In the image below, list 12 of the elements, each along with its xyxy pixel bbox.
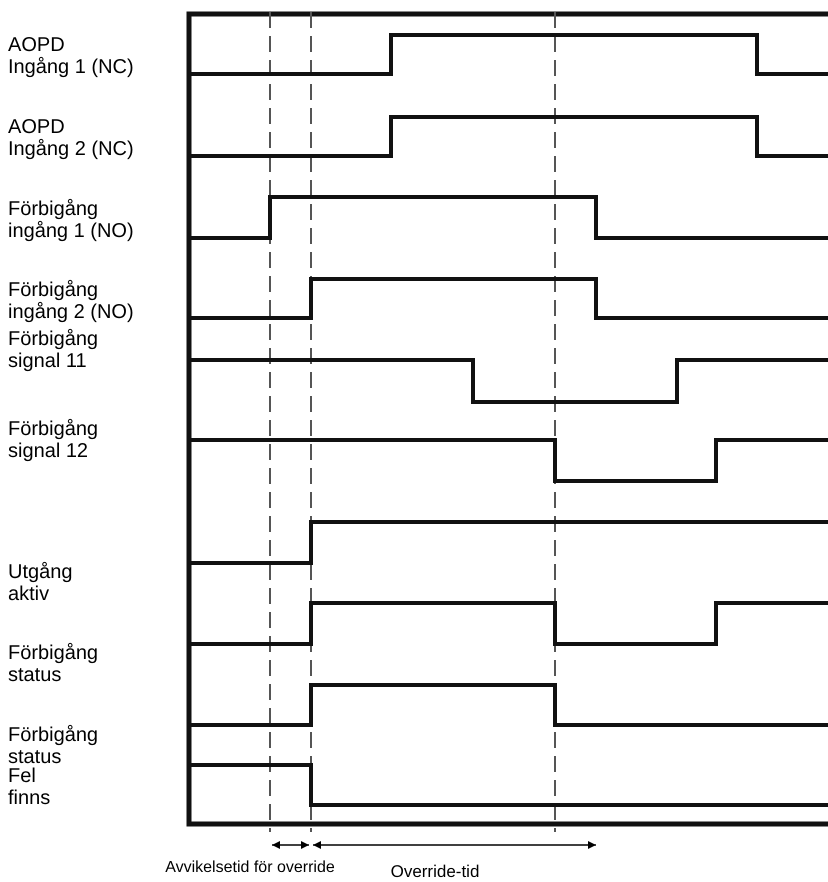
- signal-label: Utgång aktiv: [8, 561, 72, 605]
- signal-label: Fel finns: [8, 765, 50, 809]
- signal-label: Förbigång signal 12: [8, 418, 98, 462]
- timing-label: Avvikelsetid för override: [165, 858, 335, 878]
- signal-label: Förbigång status: [8, 642, 98, 686]
- signal-label: AOPD Ingång 1 (NC): [8, 34, 134, 78]
- signal-label: Förbigång ingång 2 (NO): [8, 279, 134, 323]
- signal-label: Förbigång signal 11: [8, 328, 98, 372]
- signal-label: Förbigång ingång 1 (NO): [8, 198, 134, 242]
- timing-label: Override-tid: [390, 861, 480, 882]
- signal-label: AOPD Ingång 2 (NC): [8, 116, 134, 160]
- signal-label: Förbigång status: [8, 724, 98, 768]
